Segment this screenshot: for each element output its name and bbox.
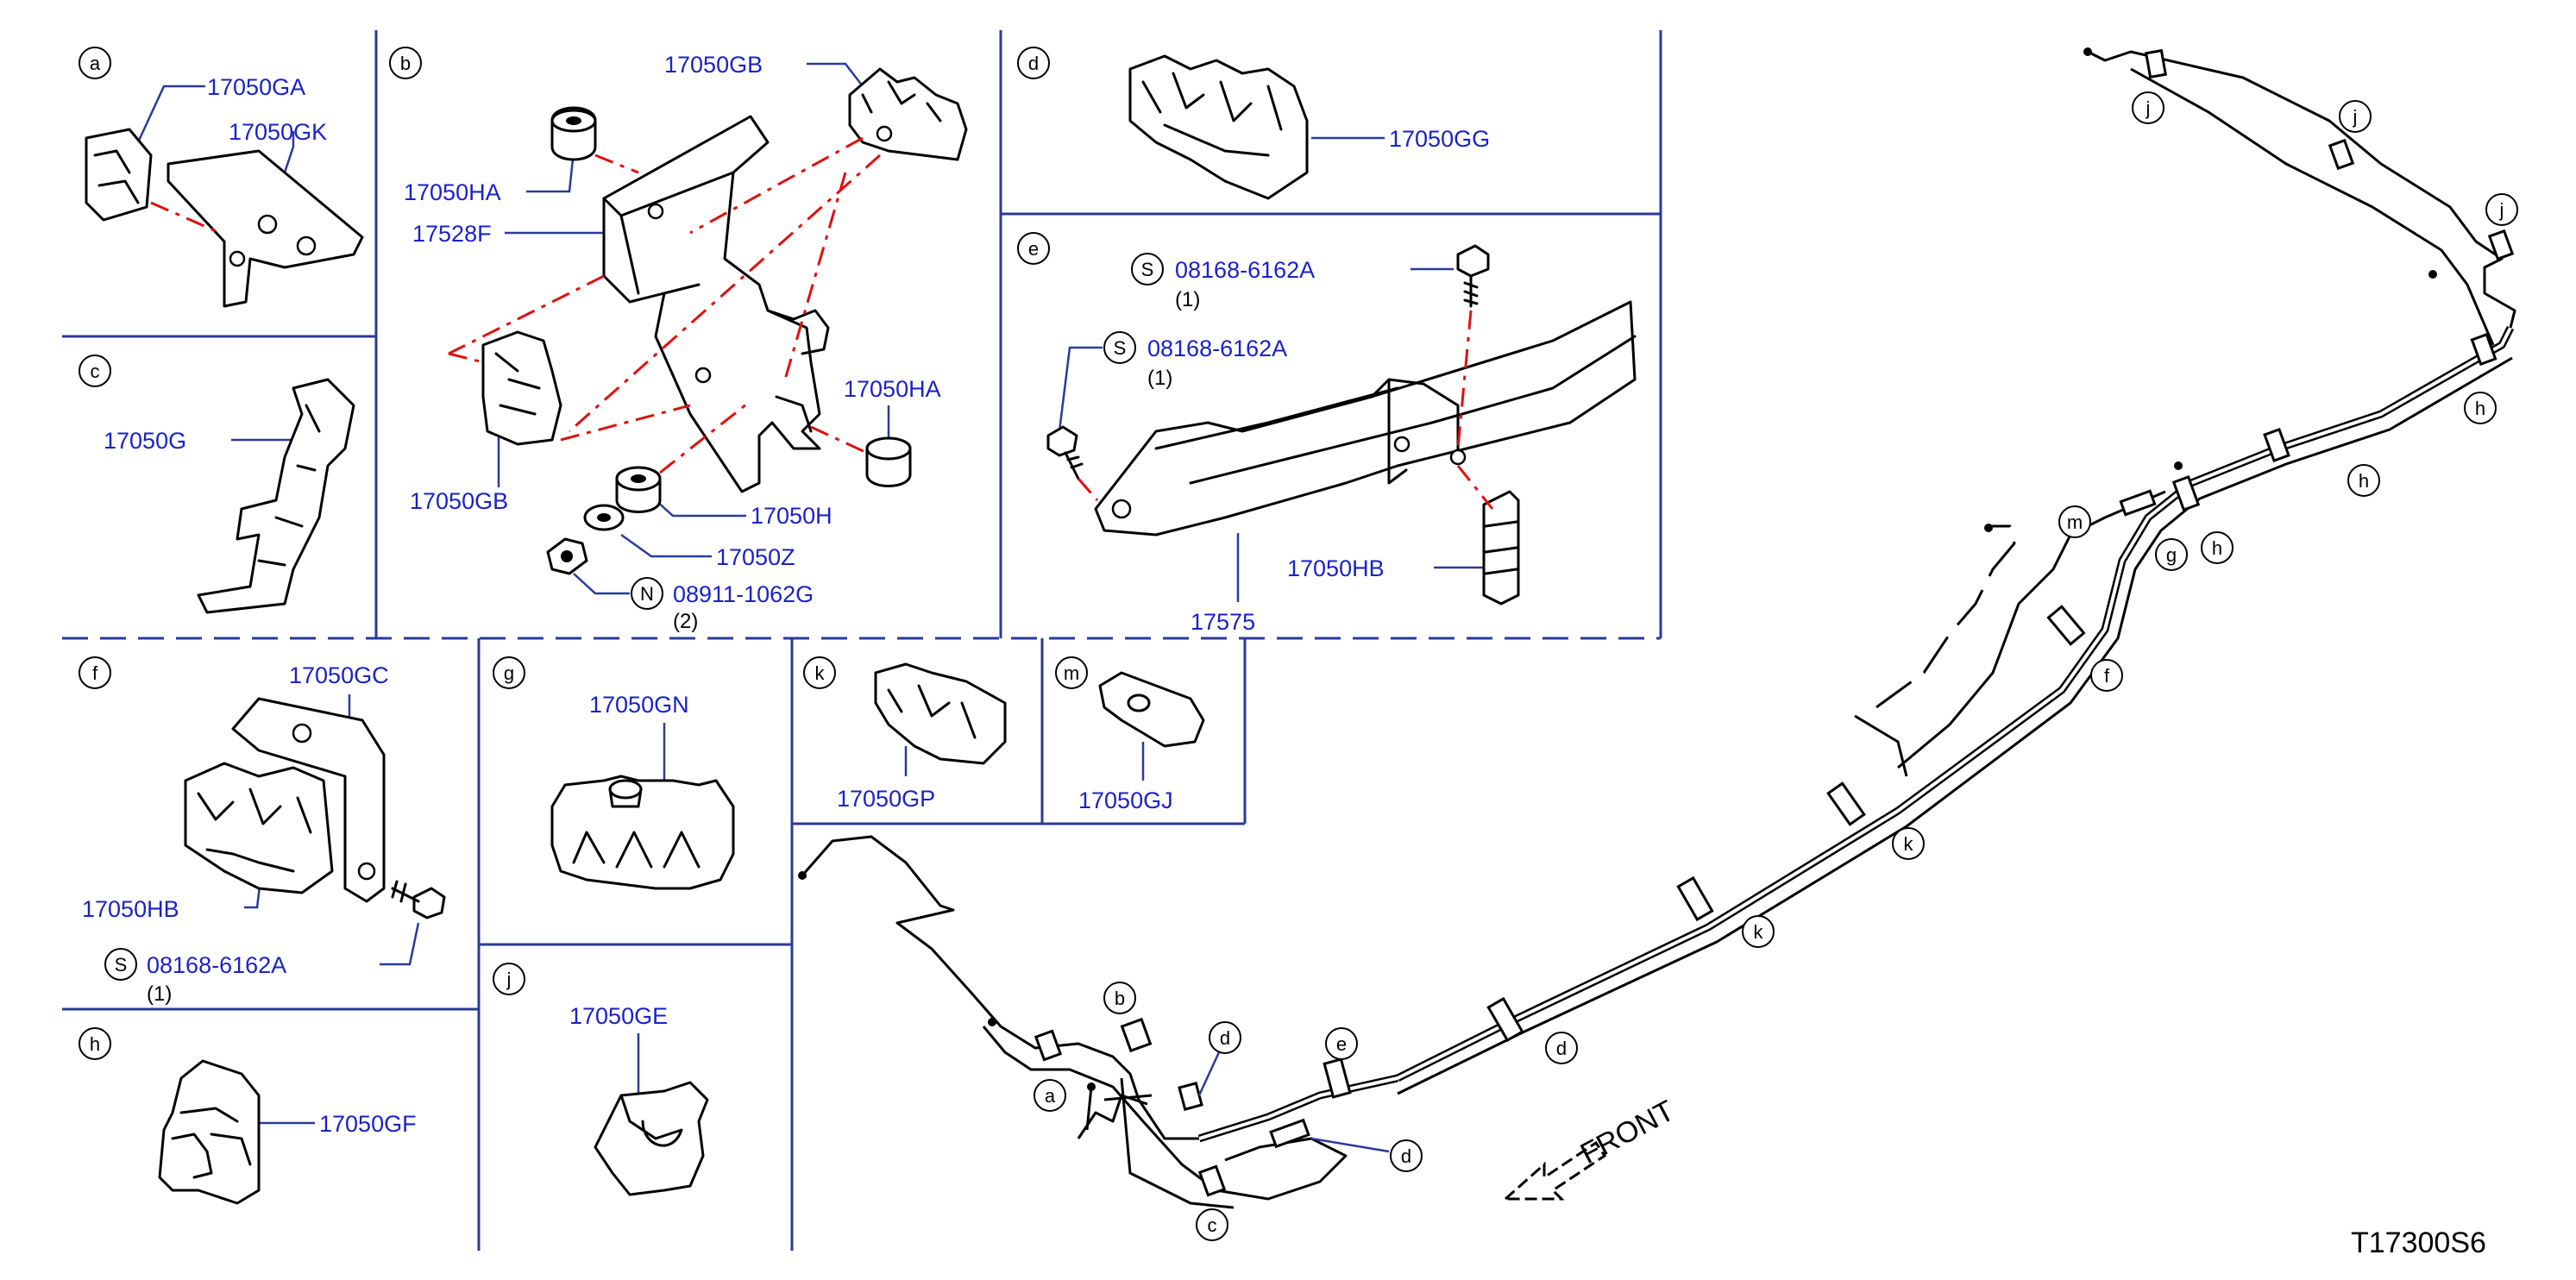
panel-grid [62,30,1662,1251]
callout-h1: h [2464,392,2497,424]
svg-text:c: c [1208,1214,1217,1236]
part-17050G: 17050G [104,428,186,454]
part-17050HB-f: 17050HB [82,896,179,922]
part-17050GP: 17050GP [837,786,935,812]
callout-f: f [2090,659,2123,692]
panel-e: e S 08168-6162A (1) S 08168-6162A (1) 17… [1017,232,1637,635]
front-label: FRONT [1575,1095,1680,1171]
callout-e: e [1325,1027,1358,1060]
svg-text:g: g [2166,544,2177,566]
callout-m: m [2058,505,2091,538]
panel-k-letter: k [815,662,826,684]
svg-text:m: m [2067,511,2083,533]
callout-h2: h [2347,464,2380,497]
callout-h3: h [2201,531,2234,564]
part-17050GJ: 17050GJ [1078,787,1173,813]
panel-b: b 17050GB 17050HA 17528F 17050GB 17050HA… [389,47,968,633]
callout-d2: d [1209,1021,1241,1054]
panel-c-letter: c [91,361,100,382]
svg-text:h: h [2212,537,2222,559]
diagram-id: T17300S6 [2351,1227,2486,1259]
part-17050GE: 17050GE [569,1003,668,1029]
panel-g-letter: g [504,662,514,684]
part-17050HA-right: 17050HA [844,376,941,402]
bolt-1-qty: (1) [1175,288,1200,311]
part-17575: 17575 [1191,609,1255,635]
part-17050GG: 17050GG [1389,126,1490,152]
panel-h: h 17050GF [79,1027,417,1205]
panel-a: a 17050GA 17050GK [79,47,364,308]
part-17050GB-top: 17050GB [664,52,763,78]
part-17050GN: 17050GN [589,692,689,718]
part-17050GF: 17050GF [319,1111,417,1137]
callout-d3: d [1390,1139,1423,1172]
part-17050GC: 17050GC [289,662,389,688]
panel-h-letter: h [90,1033,100,1055]
part-17050HA-left: 17050HA [404,179,501,205]
routing-callouts: j j j h h h m g f k k d e d b a c d [1034,91,2518,1241]
part-17050HB-e: 17050HB [1287,555,1385,581]
svg-text:e: e [1336,1033,1347,1055]
callout-j1: j [2132,91,2164,124]
panel-f: f 17050GC 17050HB S 08168-6162A (1) [79,656,446,1006]
panel-a-letter: a [90,53,101,74]
nut-part-08911-1062G: 08911-1062G [673,581,814,607]
part-17528F: 17528F [412,221,492,247]
panel-k: k 17050GP [803,656,1007,812]
part-17050Z: 17050Z [716,544,795,570]
bolt-f-qty: (1) [147,982,172,1006]
callout-d1: d [1545,1032,1578,1064]
callout-k1: k [1892,827,1925,860]
panel-d: d 17050GG [1017,47,1490,200]
svg-text:f: f [2104,665,2110,687]
bolt-1-part: 08168-6162A [1175,257,1315,283]
pipe-routing [798,47,2516,1209]
part-17050GA: 17050GA [207,74,305,100]
svg-text:j: j [2146,97,2151,119]
bolt-f-part: 08168-6162A [147,952,286,978]
callout-b: b [1103,982,1136,1014]
nut-qty: (2) [673,610,698,633]
callout-j3: j [2485,193,2518,226]
svg-text:d: d [1556,1038,1567,1059]
panel-b-letter: b [400,53,411,74]
svg-text:j: j [2353,106,2358,128]
callout-a: a [1034,1079,1066,1112]
svg-text:d: d [1401,1145,1411,1167]
panel-d-letter: d [1028,53,1039,74]
panel-j-letter: j [506,969,512,990]
panel-f-letter: f [92,662,98,684]
panel-e-letter: e [1028,238,1039,260]
bolt-2-qty: (1) [1147,367,1172,390]
panel-g: g 17050GN [493,656,735,890]
bolt-f-prefix: S [115,954,128,976]
part-17050GK: 17050GK [229,119,327,145]
bolt-2-prefix: S [1114,337,1127,359]
svg-text:d: d [1220,1027,1230,1049]
panel-m: m 17050GJ [1055,656,1205,813]
panel-j: j 17050GE [493,963,709,1196]
svg-text:b: b [1115,988,1125,1009]
svg-text:a: a [1045,1085,1056,1107]
svg-text:j: j [2499,199,2504,221]
svg-text:k: k [1754,921,1764,943]
bolt-1-prefix: S [1141,259,1154,280]
panel-c: c 17050G [79,355,355,614]
nut-prefix: N [640,583,654,605]
part-17050H: 17050H [751,503,832,529]
front-arrow: FRONT [1502,1095,1680,1201]
callout-c: c [1196,1208,1228,1241]
callout-g: g [2155,538,2188,571]
bolt-2-part: 08168-6162A [1147,336,1287,361]
svg-text:h: h [2475,398,2485,419]
panel-m-letter: m [1064,662,1079,684]
callout-j2: j [2339,100,2372,133]
svg-text:h: h [2359,470,2369,492]
callout-k2: k [1742,915,1775,948]
part-17050GB-bottom: 17050GB [410,488,508,514]
svg-text:k: k [1904,833,1914,855]
